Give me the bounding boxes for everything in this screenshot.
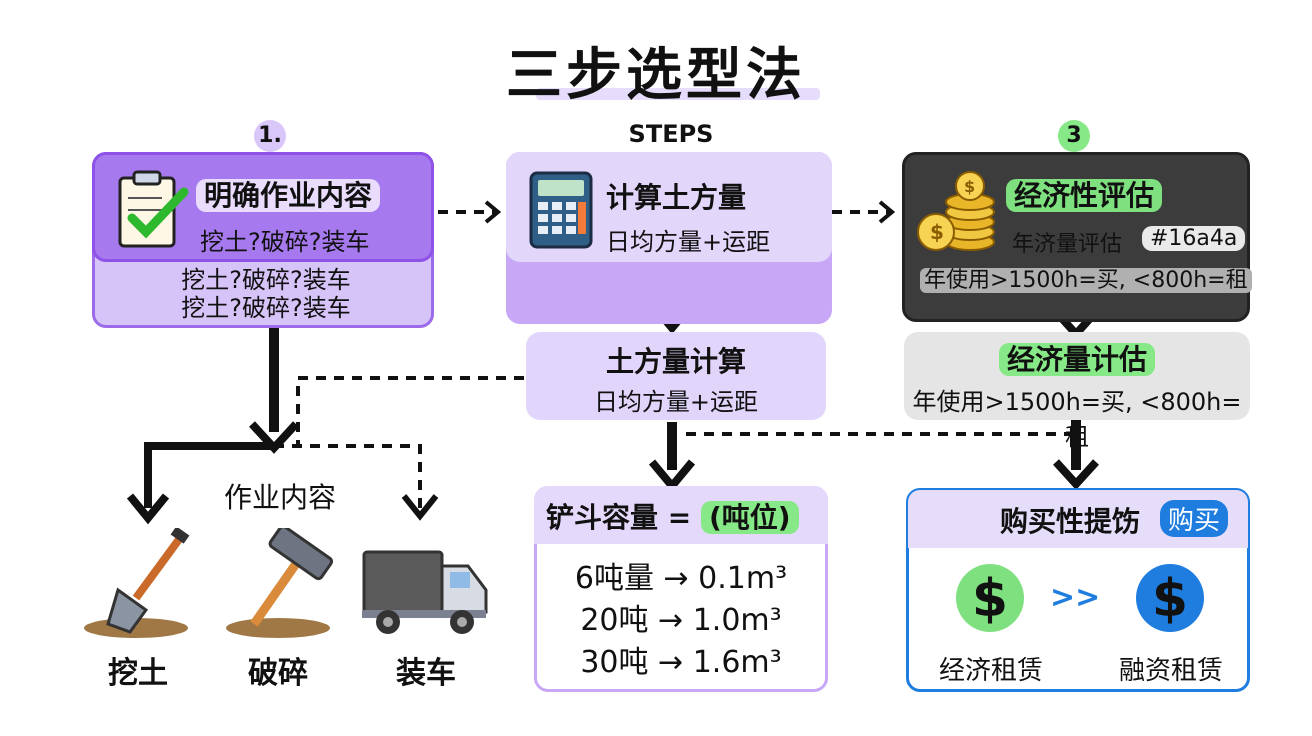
bucket-title-highlight: (吨位) bbox=[700, 501, 799, 534]
coins-icon: $ $ bbox=[917, 171, 995, 251]
work-item-dig: 挖土 bbox=[108, 656, 168, 691]
bucket-title: 铲斗容量 = (吨位) bbox=[546, 496, 799, 536]
eco-box-rule: 年使用>1500h=买, <800h=租 bbox=[912, 388, 1242, 451]
clipboard-check-icon bbox=[118, 170, 189, 248]
bucket-row-2: 20吨 → 1.0m³ bbox=[580, 603, 782, 638]
step-1-line-1: 挖土?破碎?装车 bbox=[181, 266, 351, 294]
bucket-row-3: 30吨 → 1.6m³ bbox=[580, 645, 782, 680]
page-title: 三步选型法 bbox=[506, 43, 806, 108]
step-3-title-text: 经济性评估 bbox=[1006, 179, 1163, 212]
step-1-badge: 1. bbox=[254, 120, 286, 152]
step-1-sub: 挖土?破碎?装车 bbox=[200, 228, 370, 256]
dollar-icon: $ bbox=[1136, 564, 1204, 632]
step-3-badge: 3 bbox=[1058, 120, 1090, 152]
calc-box bbox=[526, 332, 826, 420]
step-1-title-text: 明确作业内容 bbox=[196, 179, 381, 212]
svg-text:$: $ bbox=[964, 177, 975, 196]
buy-right-label: 融资租赁 bbox=[1118, 656, 1223, 686]
step-3-rule: 年使用>1500h=买, <800h=租 bbox=[920, 262, 1252, 294]
svg-text:$: $ bbox=[972, 569, 1008, 629]
buy-left-label: 经济租赁 bbox=[938, 656, 1043, 686]
step-2-title: 计算土方量 bbox=[606, 181, 747, 214]
step-3-sub: 年济量评估 bbox=[1012, 226, 1123, 258]
title-underline bbox=[536, 88, 820, 100]
svg-text:$: $ bbox=[930, 220, 944, 244]
calc-box-title: 土方量计算 bbox=[605, 345, 746, 378]
shovel-icon bbox=[84, 528, 190, 638]
truck-icon bbox=[362, 550, 488, 634]
eco-down-arrowhead bbox=[1053, 459, 1099, 490]
step-3-tag: #16a4a bbox=[1142, 226, 1246, 251]
bucket-title-prefix: 铲斗容量 = bbox=[546, 501, 692, 534]
calculator-icon bbox=[529, 171, 593, 249]
work-item-break: 破碎 bbox=[248, 656, 308, 691]
branch-shovel-arrowhead bbox=[126, 493, 170, 525]
buy-arrow: >> bbox=[1050, 580, 1101, 615]
work-label: 作业内容 bbox=[223, 481, 336, 514]
branch-shovel bbox=[144, 442, 274, 508]
work-item-load: 装车 bbox=[396, 656, 456, 691]
step-3-rule-text: 年使用>1500h=买, <800h=租 bbox=[920, 268, 1252, 293]
step-1-line-2: 挖土?破碎?装车 bbox=[181, 294, 351, 322]
eco-box-title: 经济量计估 bbox=[904, 338, 1250, 378]
svg-text:$: $ bbox=[1152, 569, 1188, 629]
eco-box-title-text: 经济量计估 bbox=[998, 343, 1155, 376]
step-3-title: 经济性评估 bbox=[1006, 174, 1163, 214]
step-1-title: 明确作业内容 bbox=[196, 174, 381, 214]
dash-arrowhead-1 bbox=[484, 200, 502, 224]
calc-box-sub: 日均方量+运距 bbox=[593, 388, 759, 416]
step-2-sub: 日均方量+运距 bbox=[606, 228, 771, 256]
steps-label: STEPS bbox=[628, 120, 714, 148]
buy-title: 购买性提饬 bbox=[1000, 505, 1141, 538]
dash-calc-to-work bbox=[296, 376, 524, 446]
branch-truck bbox=[274, 444, 422, 508]
dash-arrowhead-2 bbox=[878, 200, 896, 224]
buy-badge: 购买 bbox=[1160, 500, 1229, 537]
branch-truck-arrowhead bbox=[401, 494, 439, 521]
bucket-row-1: 6吨量 → 0.1m³ bbox=[574, 561, 788, 596]
hammer-icon bbox=[226, 528, 334, 638]
dollar-icon: $ bbox=[956, 564, 1024, 632]
